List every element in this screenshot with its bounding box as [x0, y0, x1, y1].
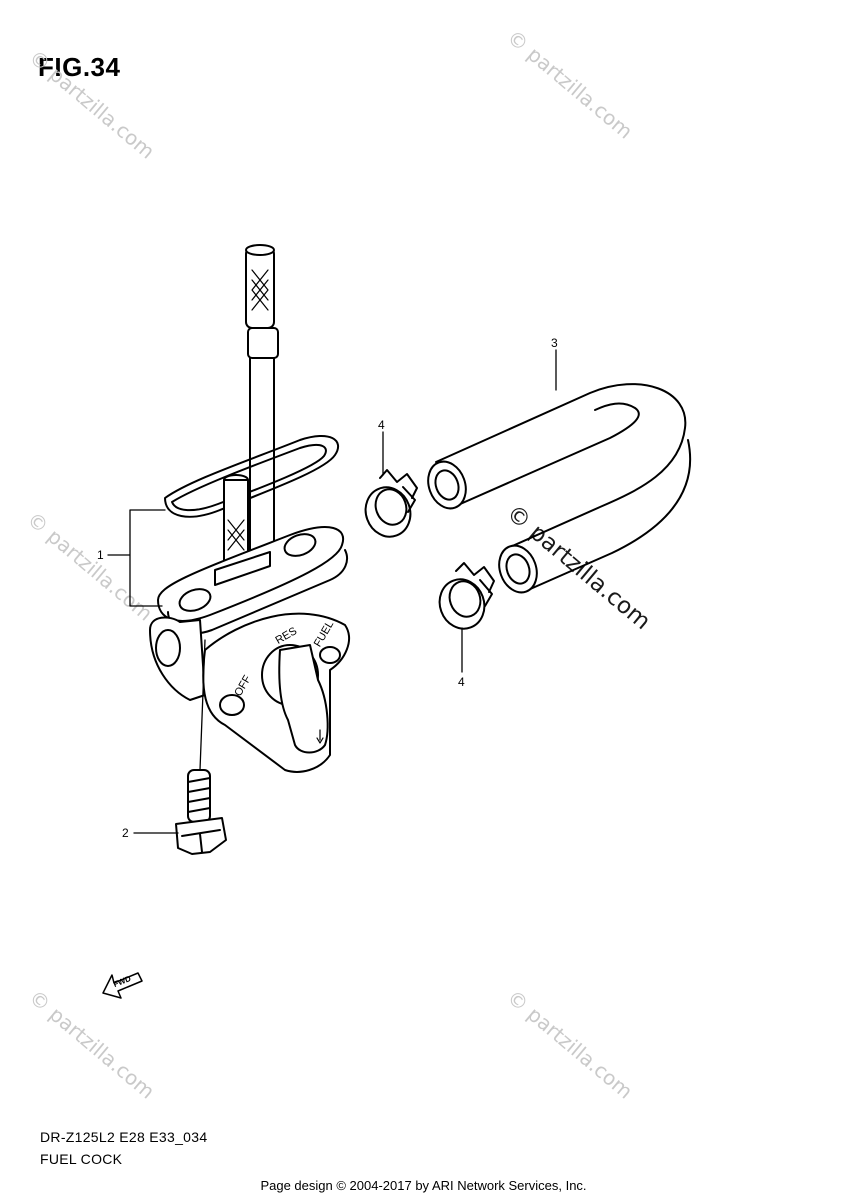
figure-title: FIG.34 — [38, 52, 121, 82]
callout-1: 1 — [97, 548, 104, 562]
fuel-hose — [427, 383, 692, 594]
diagram-name: FUEL COCK — [40, 1151, 123, 1167]
leader-lines — [107, 349, 557, 834]
hose-clip-lower — [438, 562, 495, 630]
diagram-code: DR-Z125L2 E28 E33_034 — [40, 1129, 208, 1145]
mounting-bolt — [175, 769, 227, 855]
callout-4-lower: 4 — [458, 675, 465, 689]
callout-3: 3 — [551, 336, 558, 350]
forward-arrow-icon — [102, 972, 143, 999]
hose-clip-upper — [364, 469, 418, 538]
callout-2: 2 — [122, 826, 129, 840]
callout-4-upper: 4 — [378, 418, 385, 432]
page-credit: Page design © 2004-2017 by ARI Network S… — [260, 1178, 587, 1193]
fuel-cock-assembly — [149, 244, 350, 773]
